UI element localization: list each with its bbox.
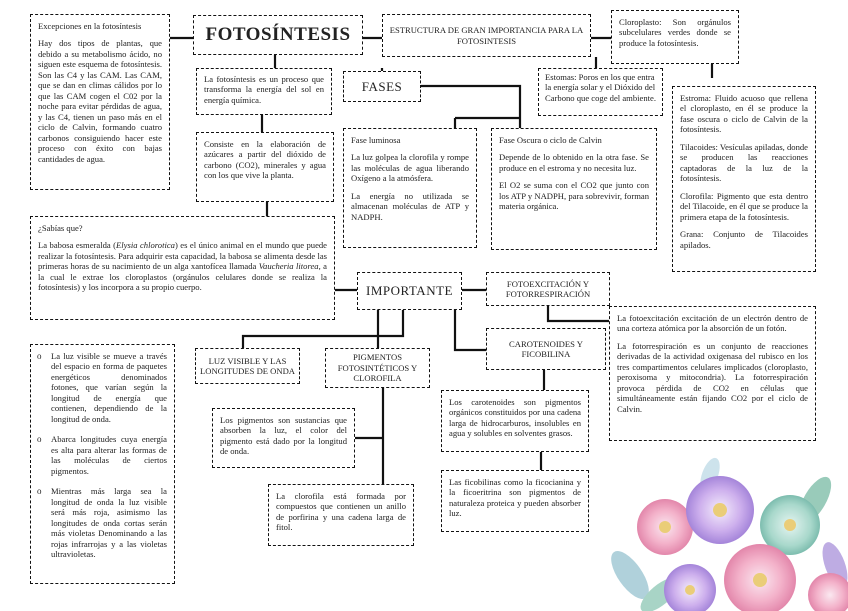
list-item: La luz visible se mueve a través del esp… [51,351,167,424]
fase-oscura-box: Fase Oscura o ciclo de Calvin Depende de… [491,128,657,250]
sabias-species-2: Vaucheria litorea [259,261,319,271]
luz-visible-header-text: LUZ VISIBLE Y LAS LONGITUDES DE ONDA [200,356,295,377]
luz-visible-box: La luz visible se mueve a través del esp… [30,344,175,584]
connector-line [421,86,520,128]
fotoexcitacion-header-text: FOTOEXCITACIÓN Y FOTORRESPIRACIÓN [491,279,605,300]
list-item: Abarca longitudes cuya energía es alta p… [51,434,167,476]
carotenoides-box: Los carotenoides son pigmentos orgánicos… [441,390,589,452]
fase-oscura-text-1: Depende de lo obtenido en la otra fase. … [499,152,649,173]
pigmentos-header-text: PIGMENTOS FOTOSINTÉTICOS Y CLOROFILA [330,352,425,383]
fases-header-text: FASES [362,79,403,95]
connector-line [548,306,609,321]
consiste-box: Consiste en la elaboración de azúcares a… [196,132,334,202]
flower-decoration [590,455,848,611]
pigmentos-header-box: PIGMENTOS FOTOSINTÉTICOS Y CLOROFILA [325,348,430,388]
excepciones-box: Excepciones en la fotosíntesis Hay dos t… [30,14,170,190]
estomas-text: Estomas: Poros en los que entra la energ… [545,72,656,103]
fase-oscura-text-2: El O2 se suma con el CO2 que junto con l… [499,180,649,211]
importante-header-box: IMPORTANTE [357,272,462,310]
estructura-header-box: ESTRUCTURA DE GRAN IMPORTANCIA PARA LA F… [382,14,591,57]
grana-text: Grana: Conjunto de Tilacoides apilados. [680,229,808,250]
list-item: Mientras más larga sea la longitud de on… [51,486,167,559]
definicion-box: La fotosíntesis es un proceso que transf… [196,68,332,115]
estroma-text: Estroma: Fluido acuoso que rellena el cl… [680,93,808,135]
clorofila-text: Clorofila: Pigmento que esta dentro del … [680,191,808,222]
cloroplasto-box: Cloroplasto: Son orgánulos subcelulares … [611,10,739,64]
clorofila-box: La clorofila está formada por compuestos… [268,484,414,546]
page-title: FOTOSÍNTESIS [193,15,363,55]
fase-luminosa-heading: Fase luminosa [351,135,469,145]
tilacoides-text: Tilacoides: Vesículas apiladas, donde se… [680,142,808,184]
excepciones-text: Hay dos tipos de plantas, que debido a s… [38,38,162,164]
cloroplasto-text: Cloroplasto: Son orgánulos subcelulares … [619,17,731,48]
excepciones-heading: Excepciones en la fotosíntesis [38,21,162,31]
carotenoides-header-box: CAROTENOIDES Y FICOBILINA [486,328,606,370]
fases-header-box: FASES [343,71,421,102]
estomas-box: Estomas: Poros en los que entra la energ… [538,68,663,116]
sabias-text-part: La babosa esmeralda ( [38,240,116,250]
pigmentos-box: Los pigmentos son sustancias que absorbe… [212,408,355,468]
fase-luminosa-text-1: La luz golpea la clorofila y rompe las m… [351,152,469,183]
sabias-heading: ¿Sabías que? [38,223,327,233]
luz-visible-list: La luz visible se mueve a través del esp… [51,351,167,560]
fase-oscura-heading: Fase Oscura o ciclo de Calvin [499,135,649,145]
luz-visible-header-box: LUZ VISIBLE Y LAS LONGITUDES DE ONDA [195,348,300,384]
carotenoides-header-text: CAROTENOIDES Y FICOBILINA [491,339,601,360]
flower-icon [808,573,848,611]
sabias-species-1: Elysia chlorotica [116,240,175,250]
fase-luminosa-box: Fase luminosa La luz golpea la clorofila… [343,128,477,248]
estructuras-box: Estroma: Fluido acuoso que rellena el cl… [672,86,816,272]
clorofila-text: La clorofila está formada por compuestos… [276,491,406,533]
estructura-header-text: ESTRUCTURA DE GRAN IMPORTANCIA PARA LA F… [387,25,586,46]
connector-line [455,310,486,350]
carotenoides-text: Los carotenoides son pigmentos orgánicos… [449,397,581,439]
definicion-text: La fotosíntesis es un proceso que transf… [204,74,324,105]
fotoexcitacion-box: La fotoexcitación excitación de un elect… [609,306,816,441]
ficobilinas-text: Las ficobilinas como la ficocianina y la… [449,477,581,519]
fase-luminosa-text-2: La energía no utilizada se almacenan mol… [351,191,469,222]
fotorrespiracion-text: La fotorrespiración es un conjunto de re… [617,341,808,414]
sabias-text: La babosa esmeralda (Elysia chlorotica) … [38,240,327,292]
ficobilinas-box: Las ficobilinas como la ficocianina y la… [441,470,589,532]
fotoexcitacion-text-1: La fotoexcitación excitación de un elect… [617,313,808,334]
importante-header-text: IMPORTANTE [366,283,453,299]
fotoexcitacion-header-box: FOTOEXCITACIÓN Y FOTORRESPIRACIÓN [486,272,610,306]
page-title-text: FOTOSÍNTESIS [205,23,350,46]
consiste-text: Consiste en la elaboración de azúcares a… [204,139,326,181]
sabias-box: ¿Sabías que? La babosa esmeralda (Elysia… [30,216,335,320]
pigmentos-text: Los pigmentos son sustancias que absorbe… [220,415,347,457]
